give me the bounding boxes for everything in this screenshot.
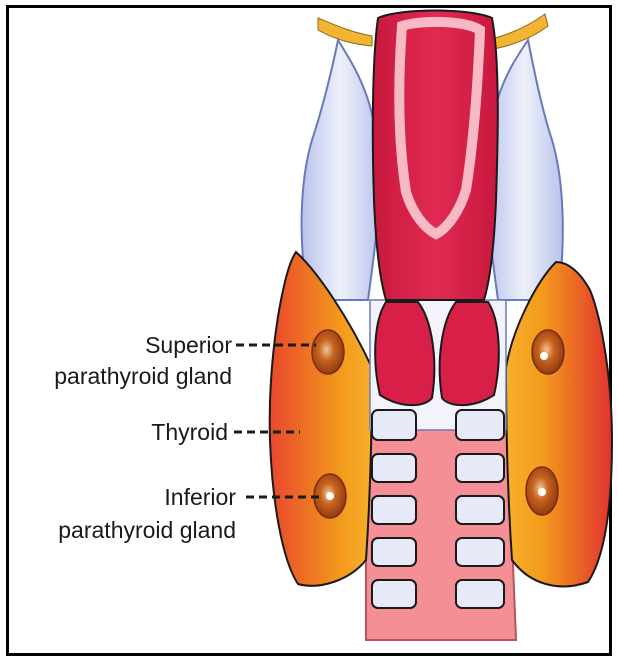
- label-inferior-line2: parathyroid gland: [58, 517, 236, 543]
- hyoid-horn-right: [488, 14, 548, 50]
- label-thyroid: Thyroid: [151, 419, 228, 445]
- parathyroid-gland-superior-left: [312, 330, 344, 374]
- label-superior-line1: Superior: [145, 332, 232, 358]
- side-cartilage-left: [302, 40, 380, 300]
- cricoid-right: [440, 302, 499, 405]
- label-superior-line2: parathyroid gland: [54, 363, 232, 389]
- label-inferior-line1: Inferior: [164, 484, 236, 510]
- hyoid-horn-left: [318, 18, 372, 46]
- parathyroid-gland-superior-right: [532, 330, 564, 374]
- thyroid-lobe-right: [506, 262, 612, 586]
- cricoid-left: [375, 302, 434, 405]
- parathyroid-gland-inferior-right: [526, 467, 558, 515]
- thyroid-lobe-left: [270, 252, 372, 586]
